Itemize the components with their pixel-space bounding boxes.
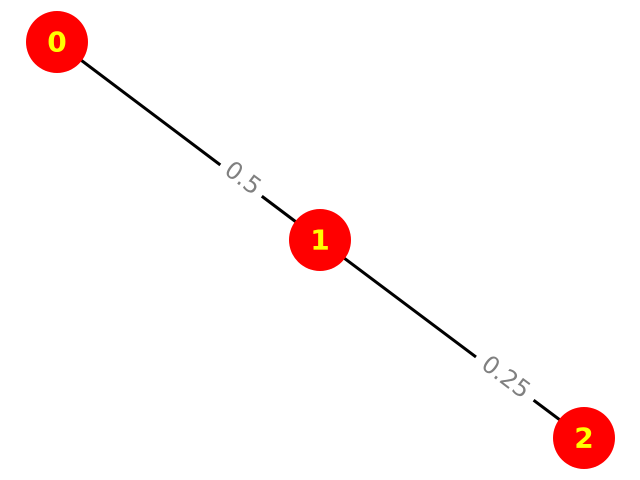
node-0-circle <box>26 11 88 73</box>
edge-label-0-1-background <box>212 149 274 207</box>
node-0: 0 <box>26 11 88 73</box>
node-1: 1 <box>289 209 351 271</box>
node-1-label: 1 <box>310 224 329 257</box>
node-1-circle <box>289 209 351 271</box>
node-2: 2 <box>553 407 615 469</box>
edge-0-1 <box>56 40 321 242</box>
edge-1-2 <box>319 238 585 440</box>
edge-label-1-2-background <box>467 342 545 412</box>
node-2-label: 2 <box>574 422 593 455</box>
node-2-circle <box>553 407 615 469</box>
node-0-label: 0 <box>47 26 66 59</box>
